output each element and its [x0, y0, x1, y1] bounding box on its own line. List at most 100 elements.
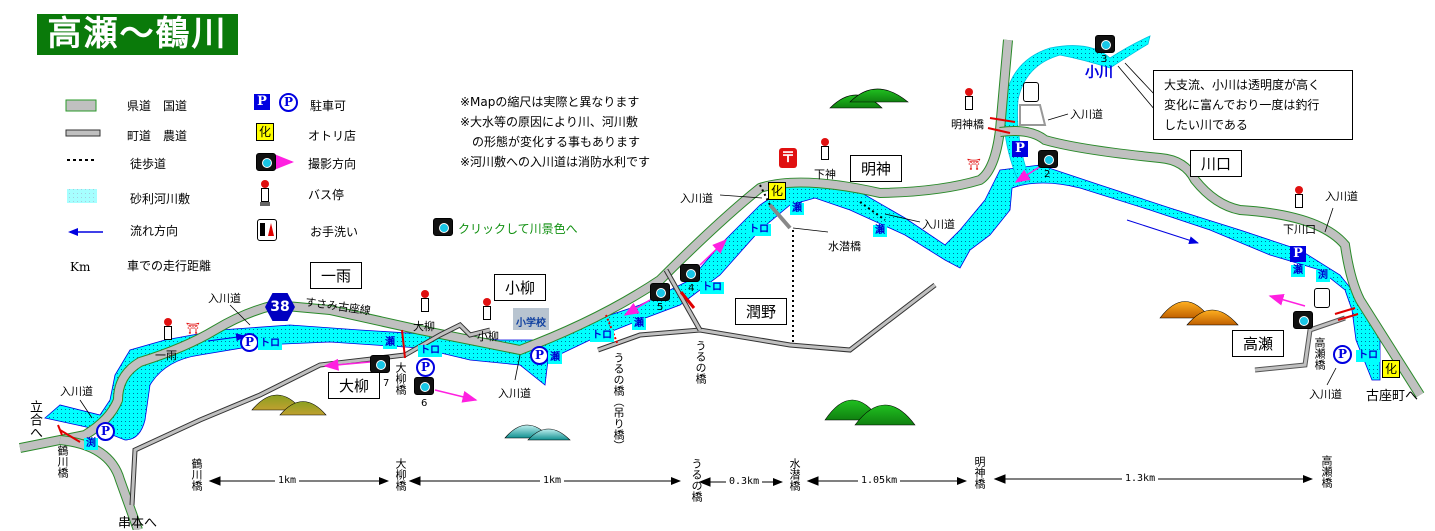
- hill-icon: [1159, 301, 1239, 326]
- callout-line: 変化に富んでおり一度は釣行: [1164, 98, 1320, 112]
- shop-icon: 化: [768, 182, 786, 200]
- map-title: 高瀬〜鶴川: [37, 14, 238, 55]
- river-tag-toro: トロ: [418, 345, 442, 357]
- parking-square-icon: P: [1012, 141, 1028, 157]
- bus-stop-label: 下川口: [1283, 223, 1316, 236]
- camera-icon[interactable]: [680, 264, 700, 282]
- camera-icon[interactable]: [433, 218, 453, 236]
- legend-town-road-swatch: [65, 129, 101, 137]
- parking-circle-icon: P: [1333, 345, 1352, 364]
- camera-icon[interactable]: [1095, 35, 1115, 53]
- camera-icon[interactable]: [1038, 150, 1058, 168]
- callout-line: したい川である: [1164, 118, 1248, 132]
- bridge-label-uruno-suspension: うるの橋（吊り橋）: [612, 352, 625, 451]
- note-line: ※河川敷への入川道は消防水利です: [460, 155, 651, 169]
- bridge-tsurukawa: [57, 424, 81, 443]
- bus-stop-shimokawaguchi: [1294, 186, 1303, 208]
- shrine-icon: ⛩: [967, 158, 981, 171]
- flow-arrow-icon: [207, 333, 246, 342]
- area-takase: 高瀬: [1232, 330, 1285, 357]
- hill-icon: [504, 424, 571, 441]
- distance-point: 鶴川橋: [190, 458, 203, 491]
- camera-icon[interactable]: [1293, 311, 1313, 329]
- ogawa-callout: 大支流、小川は透明度が高く 変化に富んでおり一度は釣行 したい川である: [1153, 70, 1353, 140]
- shop-icon: 化: [256, 123, 274, 141]
- legend-flow: 流れ方向: [130, 224, 179, 238]
- to-koza: 古座町へ: [1366, 389, 1419, 404]
- river-tag-se: 瀬: [632, 318, 646, 330]
- parking-circle-icon: P: [416, 358, 435, 377]
- bridge-takase: [1334, 307, 1359, 321]
- river-scenery-link[interactable]: クリックして川景色へ: [458, 222, 578, 236]
- bridge-myojin: [987, 117, 1016, 134]
- distance-segment: 1km: [275, 475, 300, 486]
- bus-stop-label: 明神橋: [951, 118, 984, 131]
- hill-icon: [251, 394, 327, 416]
- bus-stop-label: 大柳: [413, 320, 435, 333]
- river-access-label: 入川道: [1325, 190, 1358, 203]
- bridge-chinka: [768, 203, 792, 230]
- legend-shop: オトリ店: [308, 129, 357, 143]
- parking-square-icon: P: [254, 94, 270, 110]
- toilet-icon: [257, 219, 277, 241]
- river-tag-se: 瀬: [790, 203, 804, 215]
- bus-stop-koyanagi: [482, 298, 491, 320]
- river-access-label: 入川道: [680, 192, 713, 205]
- distance-point: 高瀬橋: [1320, 455, 1333, 488]
- distance-segment: 0.3km: [726, 476, 763, 487]
- bus-stop-icon: [260, 180, 270, 206]
- legend-driving-distance: 車での走行距離: [127, 259, 212, 273]
- shop-icon: 化: [1382, 360, 1400, 378]
- bus-stop-label: 下神: [814, 168, 836, 181]
- bridge-label-chinka: 水潜橋: [828, 240, 861, 253]
- parking-circle-icon: P: [530, 346, 549, 365]
- river-access-label: 入川道: [1070, 108, 1103, 121]
- distance-segment: 1.3km: [1122, 473, 1159, 484]
- flow-arrow-icon: [1126, 219, 1199, 245]
- photo-point-number: 4: [688, 283, 695, 294]
- distance-point: 水潜橋: [788, 458, 801, 491]
- camera-icon[interactable]: [650, 283, 670, 301]
- photo-point-number: 3: [1101, 54, 1108, 65]
- river-access-label: 入川道: [498, 387, 531, 400]
- legend-parking: 駐車可: [310, 99, 347, 113]
- distance-point: 大柳橋: [394, 458, 407, 491]
- river-tag-toro: トロ: [258, 338, 282, 350]
- bus-stop-shimojin: [820, 138, 829, 160]
- area-uruno: 潤野: [735, 298, 788, 325]
- footpath: [859, 201, 886, 221]
- hill-icon: [829, 88, 909, 109]
- legend-toilet: お手洗い: [310, 225, 359, 239]
- distance-point: うるの橋: [690, 458, 703, 502]
- legend-prefectural-road: 県道 国道: [127, 99, 188, 113]
- river-tag-se: 瀬: [383, 337, 397, 349]
- camera-icon: [256, 153, 276, 171]
- hill-icon: [824, 399, 916, 426]
- river-access-label: 入川道: [1309, 388, 1342, 401]
- distance-point: 明神橋: [973, 456, 986, 489]
- river-tag-toro: トロ: [747, 224, 771, 236]
- parking-circle-icon: P: [96, 422, 115, 441]
- area-koyanagi: 小柳: [494, 274, 547, 301]
- river: [44, 164, 1381, 441]
- legend-town-road: 町道 農道: [127, 129, 188, 143]
- bridge-label-takase: 高瀬橋: [1313, 337, 1326, 370]
- bus-stop-myojinbashi: [964, 88, 973, 110]
- river-tag-toro: トロ: [590, 330, 614, 342]
- camera-icon[interactable]: [370, 355, 390, 373]
- camera-icon[interactable]: [414, 377, 434, 395]
- parking-circle-icon: P: [279, 93, 298, 112]
- river-tag-se: 瀬: [1291, 265, 1305, 277]
- area-ichiu: 一雨: [310, 262, 363, 289]
- photo-point-number: 6: [421, 398, 428, 409]
- photo-point-number: 7: [383, 378, 390, 389]
- shrine-icon: ⛩: [186, 322, 200, 335]
- river-tag-toro: トロ: [1356, 350, 1380, 362]
- town-road: [1019, 104, 1047, 126]
- bus-stop-oyanagi: [420, 290, 429, 312]
- river-access-label: 入川道: [60, 385, 93, 398]
- area-oyanagi: 大柳: [328, 372, 381, 399]
- legend-gravel: 砂利河川敷: [130, 192, 191, 206]
- legend-gravel-swatch: [67, 189, 97, 203]
